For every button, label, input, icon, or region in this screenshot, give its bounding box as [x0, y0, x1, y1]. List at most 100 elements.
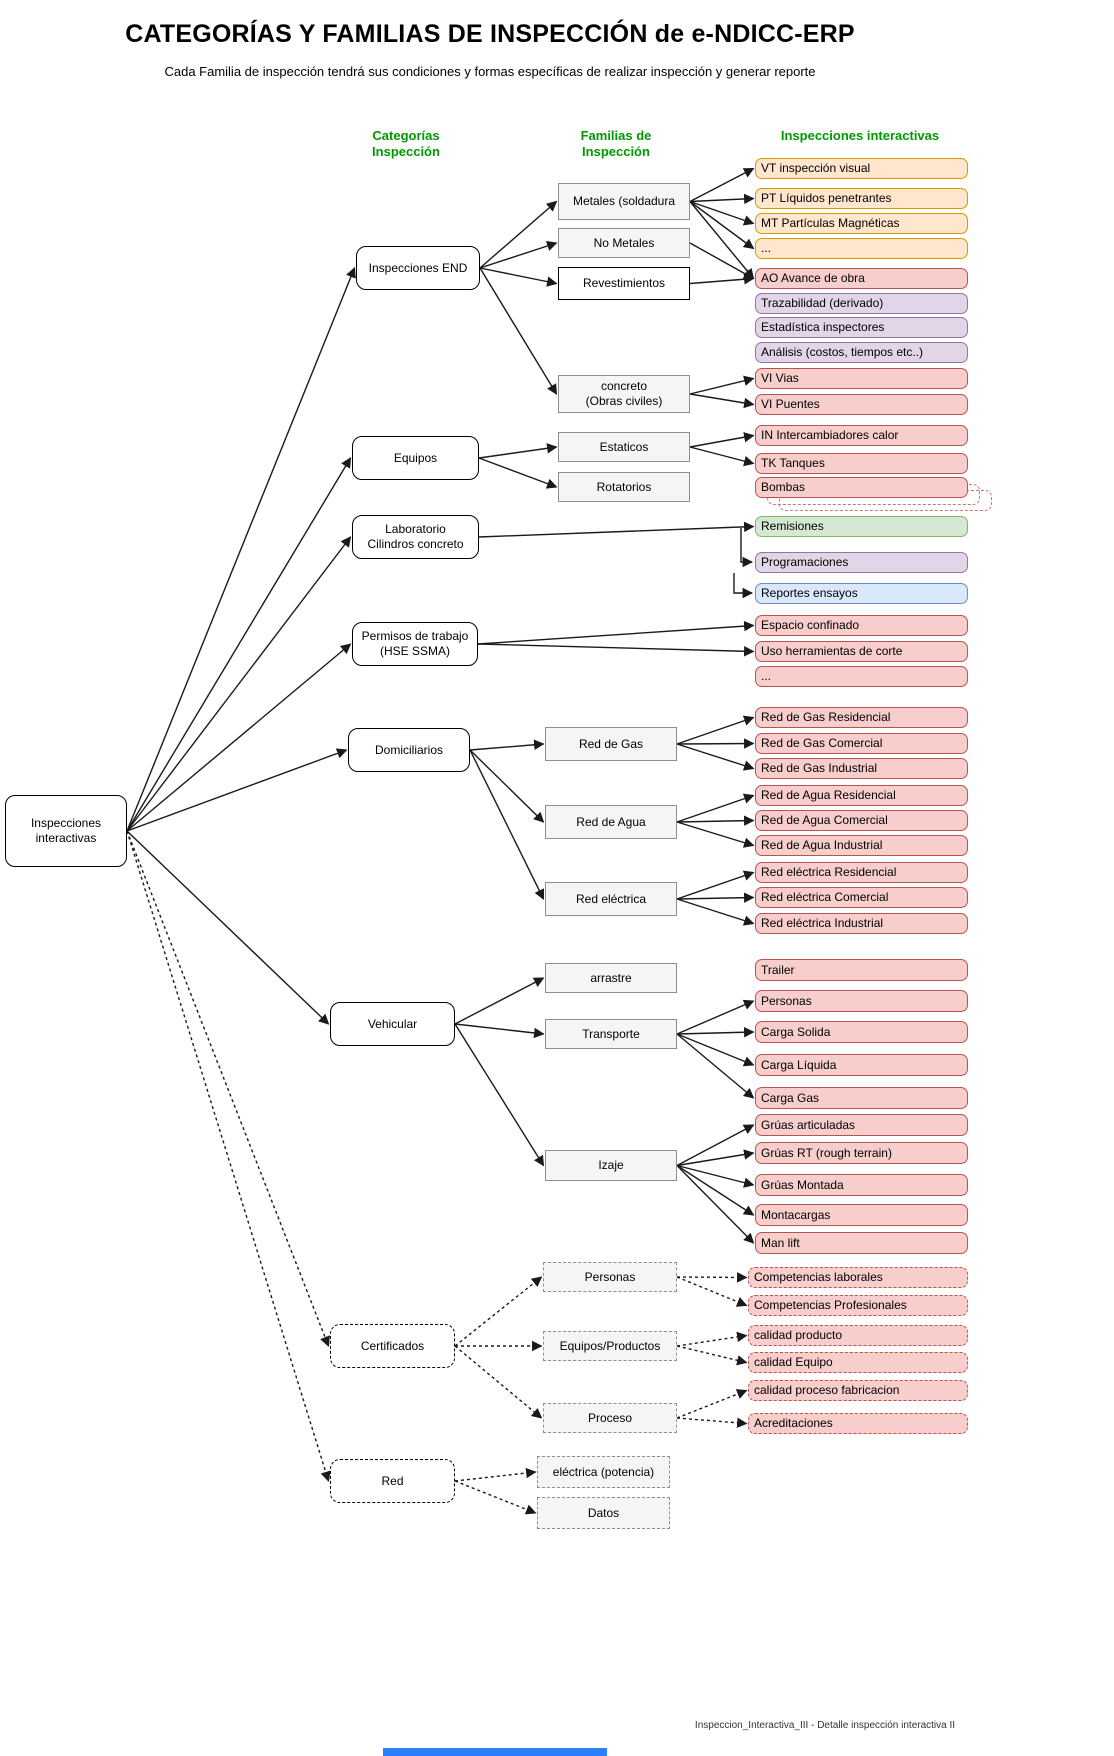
i-gruas-mont[interactable]: Grúas Montada [755, 1174, 968, 1196]
i-carga-sol[interactable]: Carga Solida [755, 1021, 968, 1043]
i-montacargas[interactable]: Montacargas [755, 1204, 968, 1226]
edge [676, 815, 755, 826]
i-comp-lab[interactable]: Competencias laborales [748, 1267, 968, 1288]
f-personas[interactable]: Personas [543, 1262, 677, 1292]
edge [469, 749, 545, 823]
edge [676, 1149, 755, 1167]
edge [689, 432, 755, 448]
i-gas-com[interactable]: Red de Gas Comercial [755, 733, 968, 754]
edge [676, 1389, 748, 1419]
i-in[interactable]: IN Intercambiadores calor [755, 425, 968, 446]
i-gruas-art[interactable]: Grúas articuladas [755, 1114, 968, 1136]
i-elec-ind[interactable]: Red eléctrica Industrial [755, 913, 968, 934]
c-lab[interactable]: Laboratorio Cilindros concreto [352, 515, 479, 559]
i-manlift[interactable]: Man lift [755, 1232, 968, 1254]
edge [689, 446, 755, 467]
i-tk[interactable]: TK Tanques [755, 453, 968, 474]
i-remisiones[interactable]: Remisiones [755, 516, 968, 537]
f-datos[interactable]: Datos [537, 1497, 670, 1529]
edge [676, 898, 755, 926]
edge [676, 743, 755, 771]
edge [126, 830, 331, 1483]
edge [454, 1023, 545, 1039]
edge [477, 620, 755, 645]
edge [689, 193, 755, 205]
i-carga-liq[interactable]: Carga Líquida [755, 1054, 968, 1076]
i-vivias[interactable]: VI Vias [755, 368, 968, 389]
diagram-title: CATEGORÍAS Y FAMILIAS DE INSPECCIÓN de e… [125, 20, 855, 48]
i-elec-res[interactable]: Red eléctrica Residencial [755, 862, 968, 883]
edge [676, 1345, 748, 1366]
i-pt[interactable]: PT Líquidos penetrantes [755, 188, 968, 209]
edge [676, 1272, 748, 1283]
f-elecpot[interactable]: eléctrica (potencia) [537, 1456, 670, 1488]
i-comp-prof[interactable]: Competencias Profesionales [748, 1295, 968, 1316]
i-elec-com[interactable]: Red eléctrica Comercial [755, 887, 968, 908]
c-permisos[interactable]: Permisos de trabajo (HSE SSMA) [352, 622, 478, 666]
edge [454, 1276, 543, 1347]
i-acred[interactable]: Acreditaciones [748, 1413, 968, 1434]
f-transporte[interactable]: Transporte [545, 1019, 677, 1049]
i-mt[interactable]: MT Partículas Magnéticas [755, 213, 968, 234]
i-gruas-rt[interactable]: Grúas RT (rough terrain) [755, 1142, 968, 1164]
i-ao[interactable]: AO Avance de obra [755, 268, 968, 289]
i-cal-equipo[interactable]: calidad Equipo [748, 1352, 968, 1373]
edge [454, 1467, 537, 1482]
f-estaticos[interactable]: Estaticos [558, 432, 690, 462]
f-revest[interactable]: Revestimientos [558, 267, 690, 300]
edge [676, 1417, 748, 1428]
i-gas-ind[interactable]: Red de Gas Industrial [755, 758, 968, 779]
i-bombas[interactable]: Bombas [755, 477, 968, 498]
i-uso[interactable]: Uso herramientas de corte [755, 641, 968, 662]
i-personas[interactable]: Personas [755, 990, 968, 1012]
f-izaje[interactable]: Izaje [545, 1150, 677, 1181]
edge [689, 200, 755, 250]
c-equipos[interactable]: Equipos [352, 436, 479, 480]
f-electrica[interactable]: Red eléctrica [545, 882, 677, 916]
i-dots1[interactable]: ... [755, 238, 968, 259]
i-cal-proc[interactable]: calidad proceso fabricacion [748, 1380, 968, 1401]
c-red[interactable]: Red [330, 1459, 455, 1503]
i-gas-res[interactable]: Red de Gas Residencial [755, 707, 968, 728]
c-end[interactable]: Inspecciones END [356, 246, 480, 290]
i-trailer[interactable]: Trailer [755, 959, 968, 981]
c-dom[interactable]: Domiciliarios [348, 728, 470, 772]
f-nometales[interactable]: No Metales [558, 228, 690, 258]
i-agua-com[interactable]: Red de Agua Comercial [755, 810, 968, 831]
i-estad[interactable]: Estadística inspectores [755, 317, 968, 338]
i-vipuentes[interactable]: VI Puentes [755, 394, 968, 415]
f-concreto[interactable]: concreto (Obras civiles) [558, 375, 690, 413]
i-analisis[interactable]: Análisis (costos, tiempos etc..) [755, 342, 968, 363]
edge [477, 643, 755, 657]
i-agua-ind[interactable]: Red de Agua Industrial [755, 835, 968, 856]
f-agua[interactable]: Red de Agua [545, 805, 677, 839]
i-agua-res[interactable]: Red de Agua Residencial [755, 785, 968, 806]
i-espacio[interactable]: Espacio confinado [755, 615, 968, 636]
f-proceso[interactable]: Proceso [543, 1403, 677, 1433]
i-carga-gas[interactable]: Carga Gas [755, 1087, 968, 1109]
f-rotatorios[interactable]: Rotatorios [558, 472, 690, 502]
page-tab-indicator[interactable] [383, 1748, 607, 1756]
edge [479, 240, 558, 269]
i-vt[interactable]: VT inspección visual [755, 158, 968, 179]
root[interactable]: Inspecciones interactivas [5, 795, 127, 867]
edge [676, 1276, 748, 1307]
column-header-1: Familias de Inspección [580, 128, 652, 160]
i-traz[interactable]: Trazabilidad (derivado) [755, 293, 968, 314]
edge [676, 999, 755, 1035]
i-cal-prod[interactable]: calidad producto [748, 1325, 968, 1346]
i-dots2[interactable]: ... [755, 666, 968, 687]
column-header-0: Categorías Inspección [372, 128, 440, 160]
c-veh[interactable]: Vehicular [330, 1002, 455, 1046]
edge [479, 267, 558, 287]
f-metales[interactable]: Metales (soldadura [558, 183, 690, 220]
f-arrastre[interactable]: arrastre [545, 963, 677, 993]
c-cert[interactable]: Certificados [330, 1324, 455, 1368]
i-reportes[interactable]: Reportes ensayos [755, 583, 968, 604]
edge [454, 977, 545, 1025]
f-equiprod[interactable]: Equipos/Productos [543, 1331, 677, 1361]
f-gas[interactable]: Red de Gas [545, 727, 677, 761]
edge [478, 521, 755, 538]
i-prog[interactable]: Programaciones [755, 552, 968, 573]
